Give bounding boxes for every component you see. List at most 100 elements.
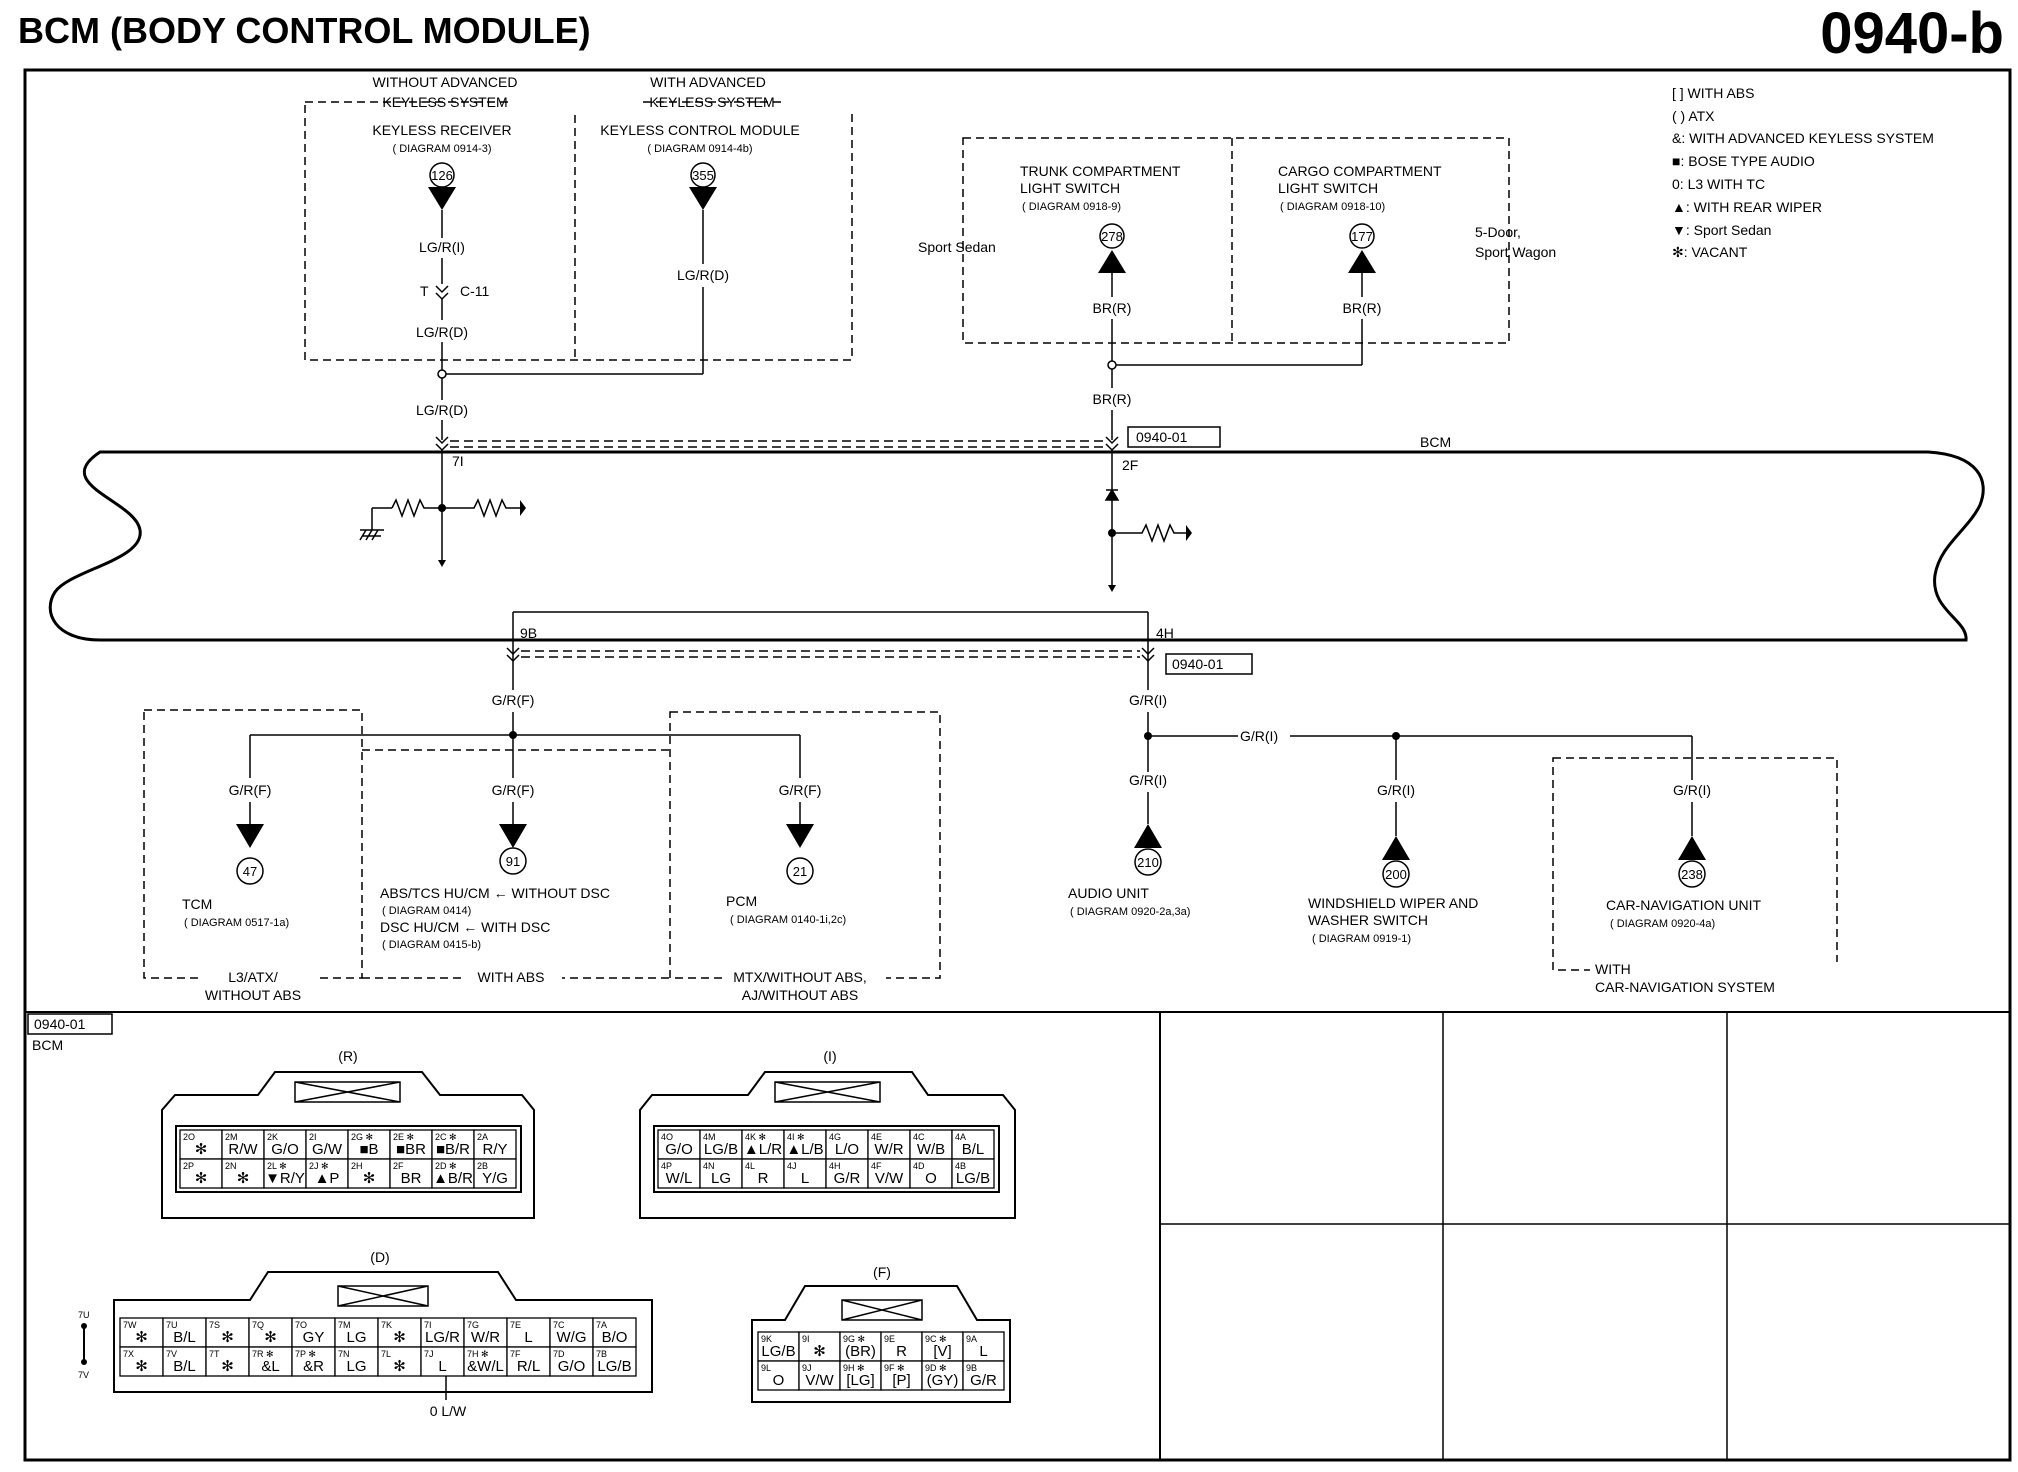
connector-symbol-icon — [435, 285, 449, 301]
wire-color: L — [801, 1170, 809, 1187]
wire-color: ▲L/R — [744, 1141, 782, 1158]
wire-label: G/R(I) — [1377, 782, 1415, 798]
ground-icon — [359, 529, 384, 541]
trunk-cargo-group: TRUNK COMPARTMENT LIGHT SWITCH ( DIAGRAM… — [918, 137, 1556, 473]
wire-label: BR(R) — [1343, 300, 1382, 316]
group-label: WITH ADVANCED — [650, 74, 766, 90]
connector-arrow-icon — [689, 187, 717, 210]
group-label: WITHOUT ADVANCED — [373, 74, 518, 90]
group-label: KEYLESS SYSTEM — [382, 94, 507, 110]
pin-number: 7M — [338, 1320, 351, 1330]
branch-audio: G/R(I) 210 AUDIO UNIT ( DIAGRAM 0920-2a,… — [1068, 772, 1190, 918]
pin-label: 4H — [1156, 625, 1174, 641]
wire-label: G/R(F) — [229, 782, 272, 798]
ref-circle-label: 47 — [243, 864, 257, 879]
wire-label: LG/R(D) — [416, 324, 468, 340]
ref-circle-label: 355 — [692, 168, 714, 183]
wire-color: R — [896, 1343, 907, 1360]
pin-number: 7W — [123, 1320, 137, 1330]
pin-number: 4K ✻ — [745, 1132, 766, 1142]
wire-color: &L — [261, 1358, 279, 1375]
wire-color: G/R — [970, 1372, 997, 1389]
side-pin-label: 7V — [78, 1370, 89, 1380]
wire-color: ✻ — [363, 1170, 376, 1187]
latch-icon — [774, 1081, 881, 1103]
wire-color: ✻ — [813, 1343, 826, 1360]
connector-cell — [506, 1317, 551, 1348]
wire-color: ▲B/R — [433, 1170, 473, 1187]
connector-cell — [119, 1317, 164, 1348]
pin-number: 7E — [510, 1320, 521, 1330]
pin-number: 9J — [802, 1363, 812, 1373]
wire-label: G/R(I) — [1240, 728, 1278, 744]
connector-cell — [334, 1317, 379, 1348]
ref-circle-label: 200 — [1385, 867, 1407, 882]
wire-color: W/R — [874, 1141, 903, 1158]
connector-cell — [263, 1158, 307, 1189]
trunk-cargo-box — [962, 137, 1510, 344]
ref-box-label: 0940-01 — [1172, 656, 1224, 672]
connector-arrow-icon — [236, 824, 264, 848]
connector-arrow-icon — [786, 824, 814, 848]
wire-color: ■B — [359, 1141, 378, 1158]
component-diagram: ( DIAGRAM 0914-3) — [392, 143, 491, 155]
wire-color: (BR) — [845, 1343, 876, 1360]
wire-color: B/O — [602, 1329, 628, 1346]
wire-color: LG/R — [425, 1329, 460, 1346]
wire-color: W/G — [557, 1329, 587, 1346]
wire-color: V/W — [875, 1170, 904, 1187]
wire-label: LG/R(I) — [419, 239, 465, 255]
ref-circle-label: 21 — [793, 864, 807, 879]
wire-color: ✻ — [221, 1329, 234, 1346]
ref-circle-label: 177 — [1351, 229, 1373, 244]
wire-color: W/B — [917, 1141, 945, 1158]
pin-number: 7Q — [252, 1320, 264, 1330]
pin-number: 9C ✻ — [925, 1334, 947, 1344]
wire-color: O — [925, 1170, 937, 1187]
ref-circle-label: 91 — [506, 854, 520, 869]
connector-cell — [951, 1158, 995, 1189]
connector-label: T — [420, 283, 429, 299]
bcm-label: BCM — [1420, 434, 1451, 450]
internal-circuit-right — [1104, 453, 1192, 592]
pin-number: 2E ✻ — [393, 1132, 414, 1142]
pin-number: 7N — [338, 1349, 350, 1359]
wire-color: G/O — [558, 1358, 586, 1375]
component-name: ABS/TCS HU/CM ← WITHOUT DSC — [380, 885, 610, 901]
pin-number: 9H ✻ — [843, 1363, 865, 1373]
wire-color: R — [758, 1170, 769, 1187]
legend-item: [ ] WITH ABS — [1672, 85, 1754, 101]
wire-color: LG/B — [597, 1358, 631, 1375]
pin-number: 4D — [913, 1161, 925, 1171]
branch-abs: G/R(F) 91 ABS/TCS HU/CM ← WITHOUT DSC ( … — [380, 782, 610, 951]
connector-cell — [305, 1158, 349, 1189]
component-diagram: ( DIAGRAM 0920-4a) — [1610, 918, 1715, 930]
wire-label: G/R(I) — [1129, 772, 1167, 788]
connector-label: (F) — [873, 1264, 891, 1280]
component-diagram: ( DIAGRAM 0414) — [382, 905, 471, 917]
pin-number: 9A — [966, 1334, 977, 1344]
wire-color: (GY) — [927, 1372, 959, 1389]
connector-cell — [473, 1129, 517, 1160]
wire-color: Y/G — [482, 1170, 508, 1187]
wire-color: B/L — [173, 1358, 196, 1375]
connector-cell — [757, 1331, 800, 1362]
connector-cell — [962, 1360, 1005, 1391]
connector-cell — [549, 1346, 594, 1377]
connector-label: (R) — [338, 1048, 357, 1064]
connector-cell — [248, 1346, 293, 1377]
connector-arrow-icon — [499, 824, 527, 848]
wire-color: V/W — [805, 1372, 834, 1389]
pin-number: 2H — [351, 1161, 363, 1171]
connector-cell — [867, 1158, 911, 1189]
pin-number: 7I — [424, 1320, 432, 1330]
legend-item: ■: BOSE TYPE AUDIO — [1672, 153, 1815, 169]
connector-cell — [431, 1129, 475, 1160]
connector-cell — [839, 1331, 882, 1362]
wire-color: L — [524, 1329, 532, 1346]
pin-number: 7D — [553, 1349, 565, 1359]
legend-item: &: WITH ADVANCED KEYLESS SYSTEM — [1672, 130, 1934, 146]
group-label: KEYLESS SYSTEM — [649, 94, 774, 110]
connector-cell — [221, 1158, 265, 1189]
